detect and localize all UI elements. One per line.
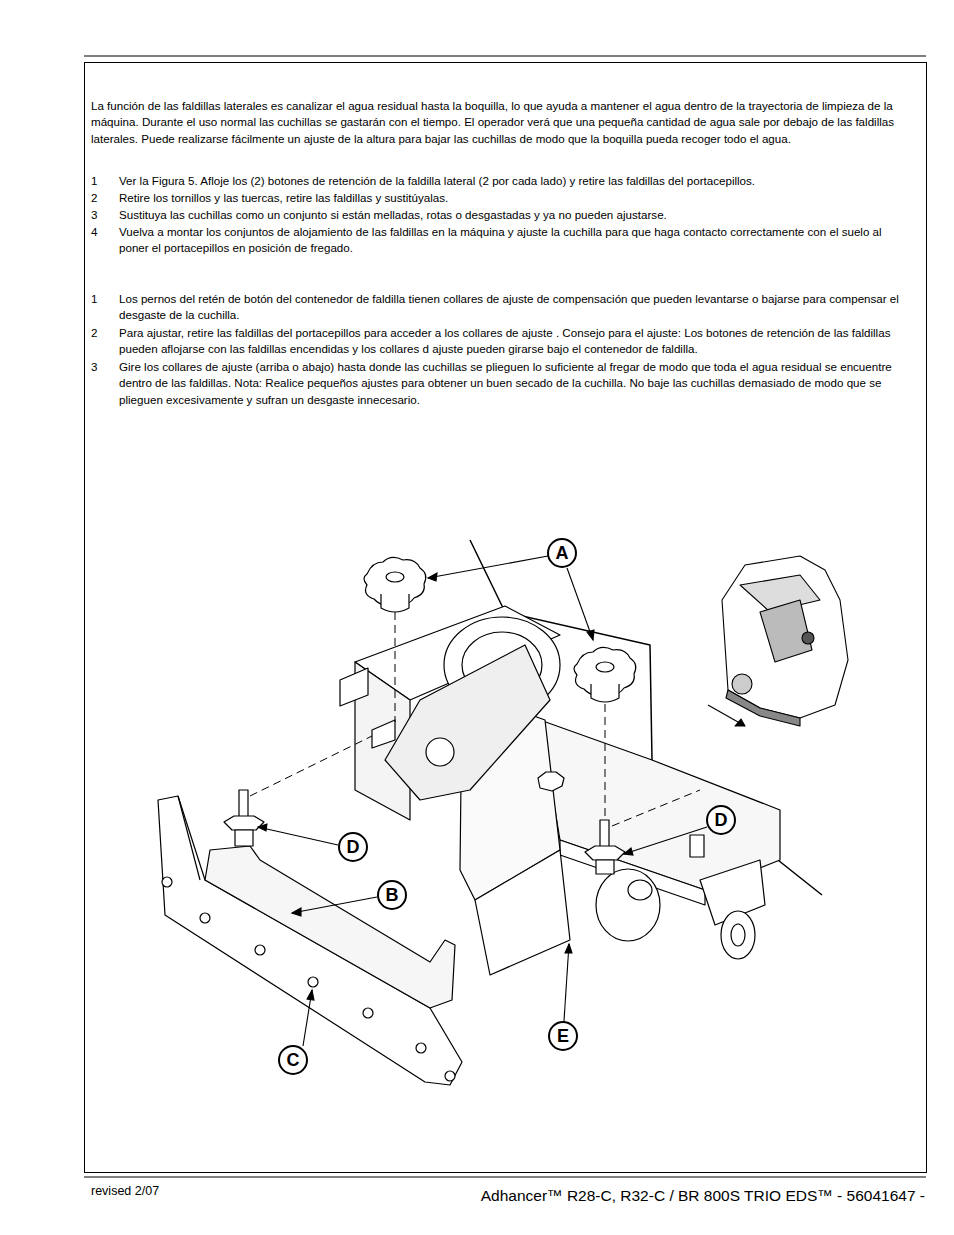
step-text: Para ajustar, retire las faldillas del p… [119, 325, 914, 358]
callout-letter: E [557, 1027, 569, 1045]
assembly-dashes [250, 612, 700, 826]
page-frame [84, 56, 927, 1177]
step-text: Gire los collares de ajuste (arriba o ab… [119, 359, 914, 408]
callout-letter: D [715, 811, 728, 829]
step-number: 3 [91, 359, 111, 375]
callout-letter: B [386, 886, 399, 904]
callout-circle: B [377, 880, 407, 910]
machine-thumbnail [708, 556, 848, 726]
step-number: 1 [91, 291, 111, 307]
callout-circle: E [548, 1021, 578, 1051]
step-number: 2 [91, 325, 111, 341]
step-number: 4 [91, 224, 111, 240]
callout-circle: D [706, 805, 736, 835]
step-text: Sustituya las cuchillas como un conjunto… [119, 207, 914, 223]
callout-circle: C [278, 1045, 308, 1075]
step-number: 1 [91, 173, 111, 189]
revision-note: revised 2/07 [91, 1183, 291, 1201]
step-text: Retire los tornillos y las tuercas, reti… [119, 190, 914, 206]
callout-circle: D [338, 832, 368, 862]
step-number: 3 [91, 207, 111, 223]
callout-letter: D [347, 838, 360, 856]
step-text: Ver la Figura 5. Afloje los (2) botones … [119, 173, 914, 189]
leader-lines [258, 556, 707, 1046]
callout-letter: A [556, 544, 569, 562]
step-text: Los pernos del retén de botón del conten… [119, 291, 914, 324]
step-number: 2 [91, 190, 111, 206]
brush-deck-drawing [158, 540, 822, 1085]
footer-title: Adhancer™ R28-C, R32-C / BR 800S TRIO ED… [420, 1185, 925, 1207]
intro-paragraph: La función de las faldillas laterales es… [91, 98, 906, 147]
callout-circle: A [547, 538, 577, 568]
callout-letter: C [287, 1051, 300, 1069]
step-text: Vuelva a montar los conjuntos de alojami… [119, 224, 914, 257]
